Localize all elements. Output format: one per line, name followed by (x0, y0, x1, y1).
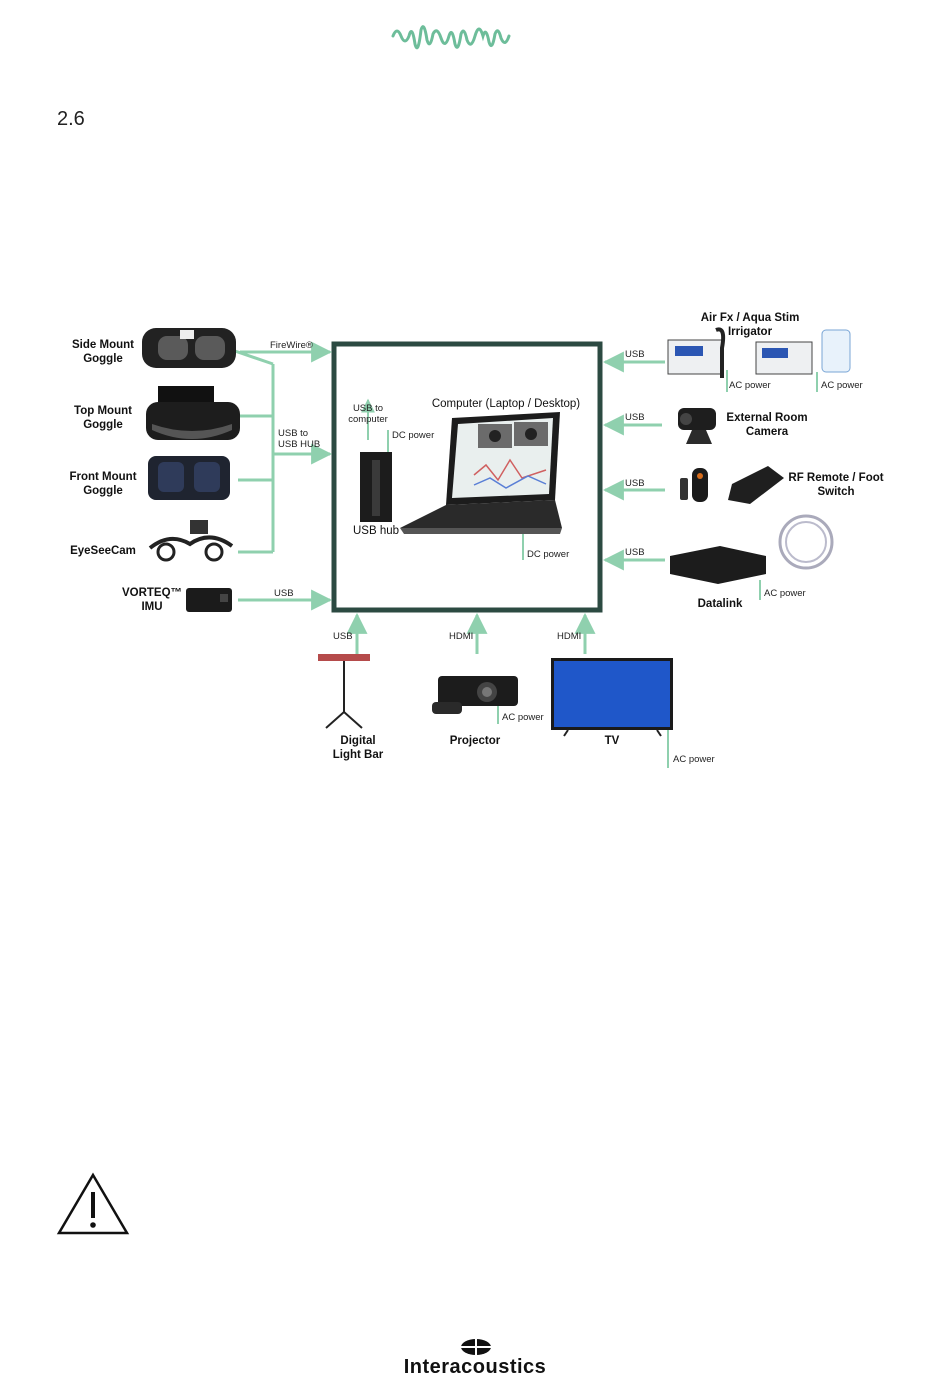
light-bar-icon (318, 654, 370, 729)
external-camera-label: External Room Camera (726, 412, 808, 438)
projector-power-label: AC power (502, 712, 544, 723)
eyeseecam-label: EyeSeeCam (70, 545, 136, 557)
imu-usb-label: USB (274, 588, 294, 599)
waveform-logo-icon (391, 25, 511, 50)
projector-label: Projector (449, 735, 501, 747)
irrigator-power-label-2: AC power (821, 380, 863, 391)
firewire-label: FireWire® (270, 340, 313, 351)
side-mount-goggle-label: Side Mount Goggle (72, 339, 134, 365)
digital-light-bar-label: Digital Light Bar (332, 735, 384, 761)
tv-label: TV (604, 735, 620, 747)
camera-usb-label: USB (625, 412, 645, 423)
tv-power-label: AC power (673, 754, 715, 765)
rf-remote-foot-switch-label: RF Remote / Foot Switch (788, 472, 884, 498)
tv-icon (551, 658, 673, 737)
datalink-power-label: AC power (764, 588, 806, 599)
interacoustics-logo-icon (461, 1339, 491, 1355)
irrigator-icon (667, 327, 851, 378)
tv-hdmi-label: HDMI (557, 631, 582, 642)
power-leads (361, 370, 818, 768)
left-connectors (231, 341, 333, 611)
laptop-dc-power-label: DC power (527, 549, 570, 560)
usb-hub-icon (360, 452, 392, 522)
warning-triangle-icon (56, 1172, 130, 1235)
irrigator-usb-label: USB (625, 349, 645, 360)
foot-switch-icon (728, 466, 784, 504)
computer-label: Computer (Laptop / Desktop) (431, 398, 581, 410)
brand-wordmark: Interacoustics (403, 1356, 547, 1378)
system-connection-diagram (142, 327, 851, 768)
usb-hub-label: USB hub (352, 525, 400, 537)
front-mount-goggle-label: Front Mount Goggle (69, 471, 137, 497)
goggle-icon (142, 328, 236, 368)
right-connectors (602, 351, 665, 571)
section-number: 2.6 (57, 108, 85, 130)
irrigator-power-label-1: AC power (729, 380, 771, 391)
top-mount-goggle-label: Top Mount Goggle (74, 405, 132, 431)
camera-icon (678, 408, 716, 444)
remote-icon (680, 468, 708, 502)
irrigator-label: Air Fx / Aqua Stim Irrigator (700, 312, 800, 338)
vorteq-imu-label: VORTEQ™ IMU (121, 587, 183, 613)
bottom-connectors (346, 612, 596, 654)
datalink-label: Datalink (697, 598, 743, 610)
goggle-icon (146, 386, 240, 440)
remote-usb-label: USB (625, 478, 645, 489)
hub-dc-power-label: DC power (392, 430, 435, 441)
goggle-icon (148, 456, 230, 500)
computer-frame (331, 341, 603, 613)
imu-icon (186, 588, 232, 612)
lightbar-usb-label: USB (333, 631, 353, 642)
datalink-icon (670, 514, 834, 584)
usb-to-hub-label: USB to USB HUB (278, 428, 321, 450)
eyeseecam-icon (148, 520, 234, 562)
projector-hdmi-label: HDMI (449, 631, 474, 642)
projector-icon (432, 676, 518, 714)
datalink-usb-label: USB (625, 547, 645, 558)
laptop-icon (400, 412, 562, 534)
usb-to-computer-label: USB to computer (348, 403, 388, 425)
